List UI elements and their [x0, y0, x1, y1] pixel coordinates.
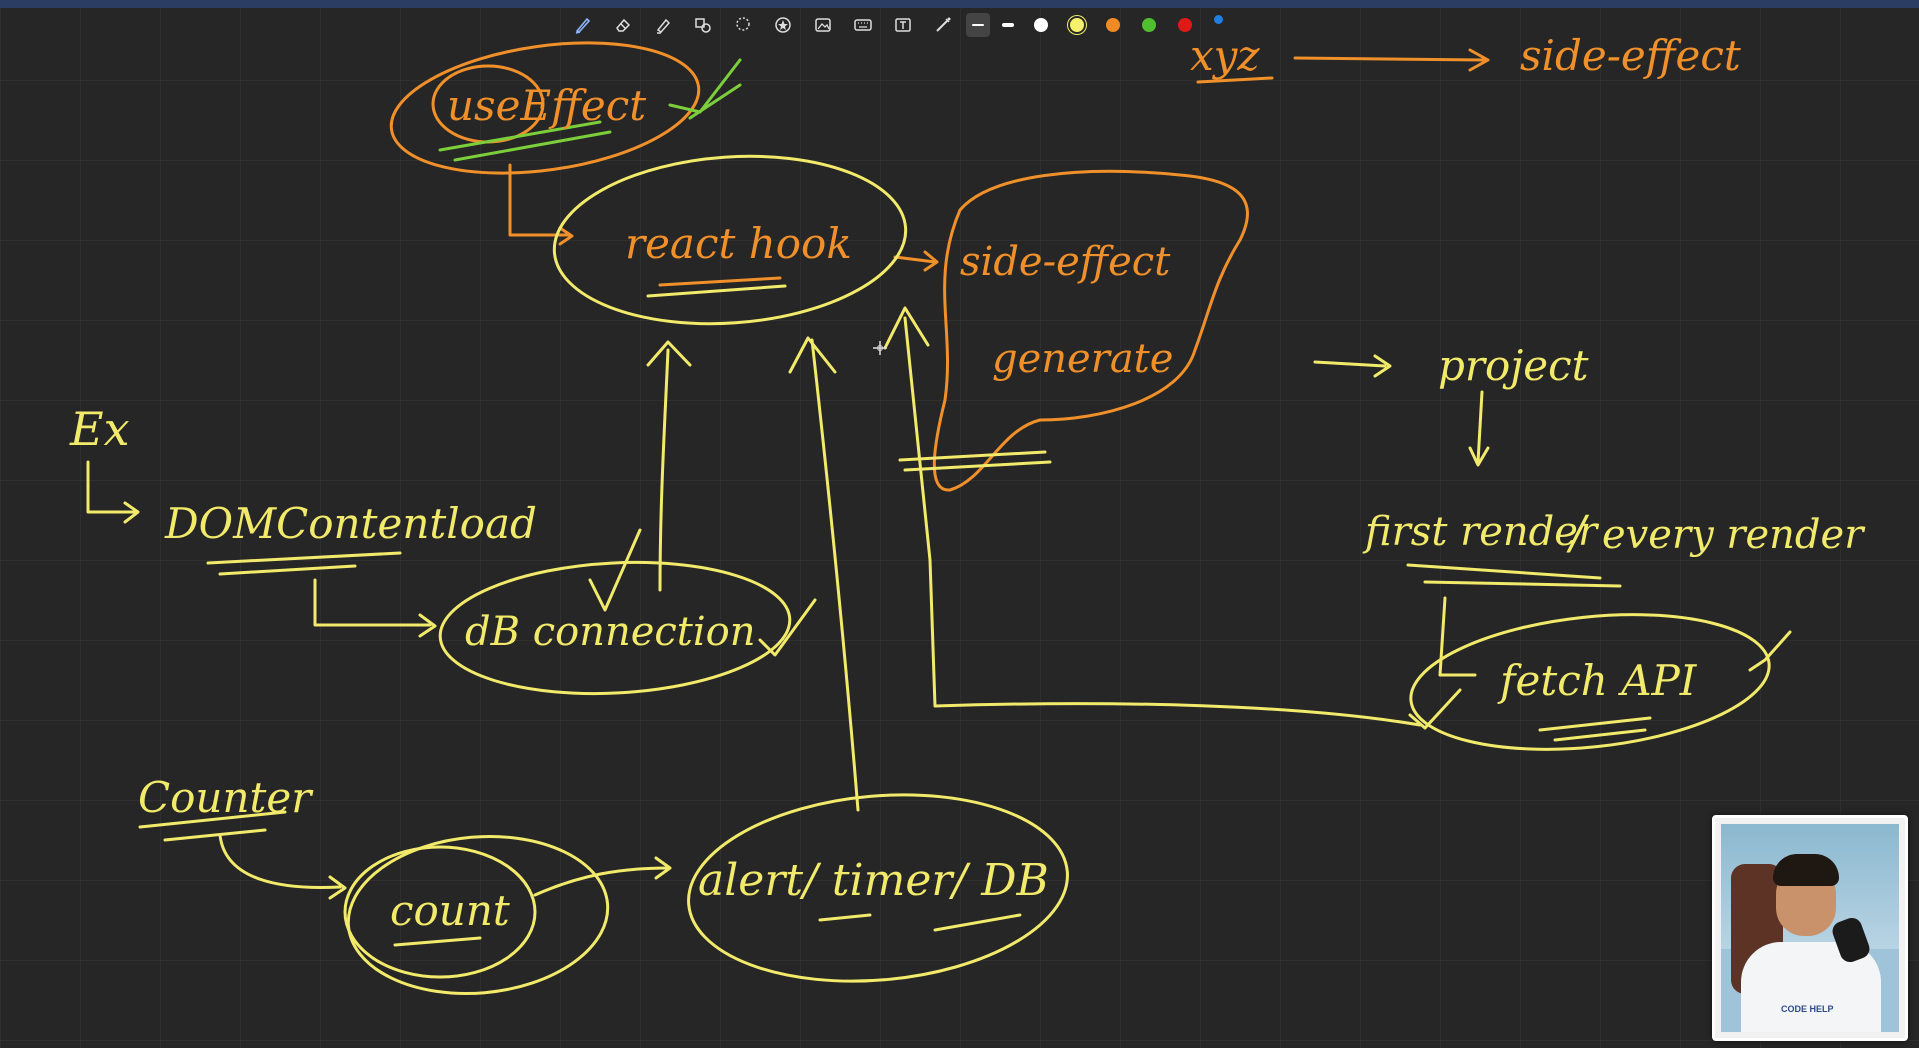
color-green[interactable]	[1142, 18, 1156, 32]
use-effect-outer-ellipse	[389, 41, 701, 175]
xyz-label: xyz	[1190, 31, 1260, 80]
color-white[interactable]	[1034, 18, 1048, 32]
counter-label: Counter	[138, 773, 314, 822]
first-render-label: first render	[1362, 509, 1600, 555]
shape-tool[interactable]	[686, 11, 720, 39]
ex-label: Ex	[69, 402, 130, 456]
text-box-icon	[895, 18, 911, 32]
color-orange[interactable]	[1106, 18, 1120, 32]
fetch-api-label: fetch API	[1497, 656, 1698, 705]
use-effect-to-hook-arrow	[508, 163, 572, 237]
shirt-logo: CODE HELP	[1781, 1004, 1834, 1014]
color-red[interactable]	[1178, 18, 1192, 32]
cursor-icon	[873, 341, 887, 355]
laser-pointer-icon	[936, 17, 951, 32]
laser-tool[interactable]	[926, 11, 960, 39]
star-icon	[775, 17, 791, 33]
to-project-arrow	[1313, 360, 1387, 368]
count-label: count	[390, 886, 510, 935]
render-to-fetch-arrow	[1438, 596, 1477, 677]
eraser-tool[interactable]	[606, 11, 640, 39]
presenter-video: CODE HELP	[1721, 824, 1899, 1032]
fetch-to-side-effect-arrow	[903, 316, 1422, 727]
pen-tool[interactable]	[566, 11, 600, 39]
dom-to-db-arrow	[313, 578, 432, 627]
image-icon	[815, 18, 831, 32]
project-label: project	[1438, 341, 1589, 390]
side-effect-top-label: side-effect	[1520, 31, 1741, 80]
alert-to-hook-arrow	[810, 338, 860, 812]
db-to-hook-arrow	[658, 348, 670, 592]
side-effect-label: side-effect	[960, 239, 1171, 285]
lasso-icon	[736, 17, 750, 31]
every-render-label: every render	[1602, 512, 1866, 558]
sticker-tool[interactable]	[766, 11, 800, 39]
alert-timer-db-label: alert/ timer/ DB	[698, 855, 1049, 906]
shapes-icon	[695, 18, 711, 33]
stroke-thin[interactable]	[966, 13, 990, 37]
highlighter-tool[interactable]	[646, 11, 680, 39]
react-hook-ellipse	[552, 154, 908, 326]
highlighter-icon	[656, 18, 671, 34]
lasso-tool[interactable]	[726, 11, 760, 39]
side-effect-cloud	[932, 169, 1249, 492]
color-blue[interactable]	[1214, 14, 1223, 24]
xyz-arrow	[1293, 56, 1487, 62]
use-effect-check	[668, 58, 742, 114]
react-hook-label: react hook	[625, 219, 852, 268]
counter-to-count-arrow	[218, 833, 342, 889]
use-effect-underline-1	[438, 120, 602, 152]
text-tool[interactable]	[886, 11, 920, 39]
presenter-hair	[1773, 854, 1839, 886]
keyboard-icon	[854, 19, 872, 31]
stroke-medium[interactable]	[996, 13, 1020, 37]
count-inner-ellipse	[343, 845, 537, 979]
dom-content-load-label: DOMContentload	[164, 499, 537, 548]
alert-timer-db-ellipse	[687, 793, 1069, 983]
use-effect-label: useEffect	[447, 81, 646, 130]
color-yellow[interactable]	[1070, 18, 1084, 32]
window-top-strip	[0, 0, 1919, 8]
image-tool[interactable]	[806, 11, 840, 39]
count-outer-ellipse	[346, 834, 610, 996]
db-connection-ellipse	[438, 560, 792, 696]
eraser-icon	[616, 18, 631, 32]
db-connection-label: dB connection	[465, 609, 756, 655]
keyboard-tool[interactable]	[846, 11, 880, 39]
fetch-api-ellipse	[1409, 613, 1771, 751]
drawing-toolbar	[566, 10, 1231, 40]
count-to-alert-arrow	[533, 866, 670, 897]
generate-label: generate	[992, 336, 1173, 382]
ex-arrow	[86, 460, 137, 514]
webcam-overlay[interactable]: CODE HELP	[1712, 815, 1908, 1041]
pen-icon	[575, 17, 591, 34]
hook-to-side-effect-arrow	[893, 255, 937, 264]
project-down-arrow	[1476, 390, 1484, 464]
